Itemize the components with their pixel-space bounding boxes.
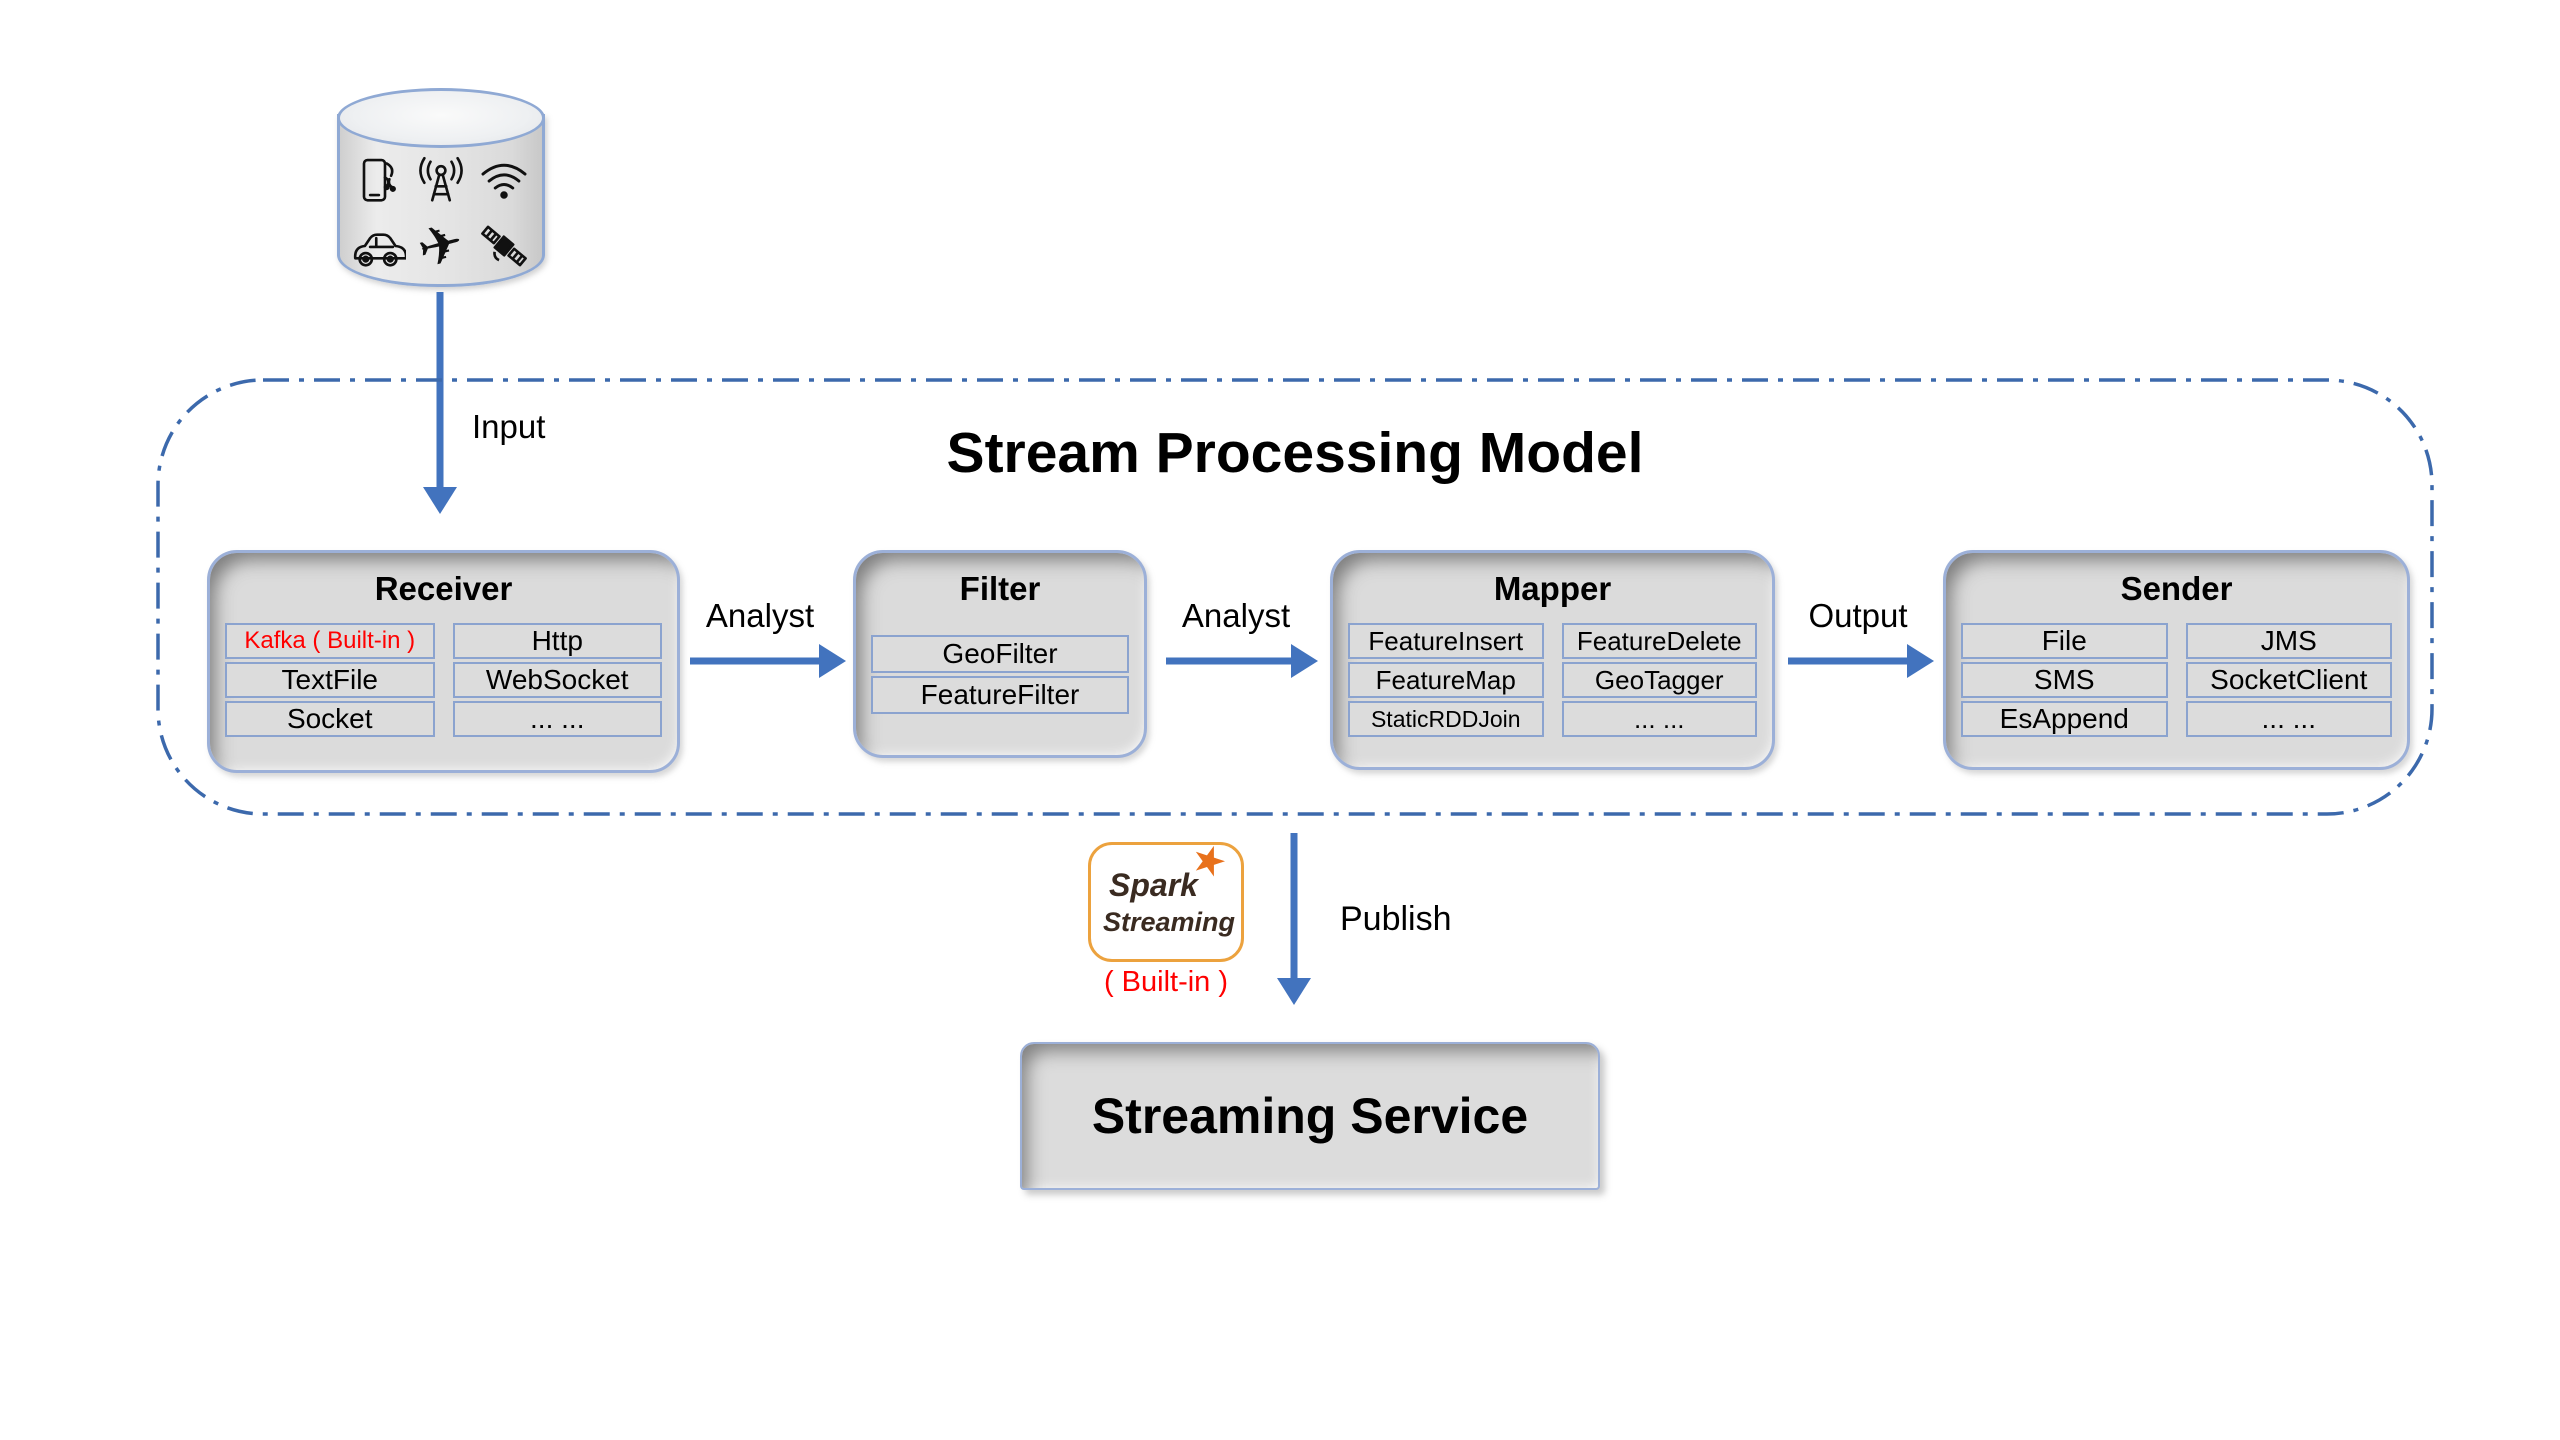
- mapper-cell-featuredelete: FeatureDelete: [1561, 623, 1757, 659]
- output-label: Output: [1808, 597, 1908, 634]
- sender-cell-more: ... ...: [2185, 701, 2392, 737]
- input-label: Input: [472, 408, 546, 445]
- mapper-cell-staticrddjoin: StaticRDDJoin: [1348, 701, 1544, 737]
- spark-star-icon: ★: [1184, 833, 1234, 889]
- sender-module: Sender File SMS EsAppend JMS SocketClien…: [1943, 550, 2410, 770]
- spark-streaming-logo: Spark ★ Streaming: [1088, 834, 1244, 962]
- spark-logo-word1: Spark: [1109, 867, 1198, 903]
- mapper-title: Mapper: [1493, 570, 1612, 607]
- mapper-module: Mapper FeatureInsert FeatureMap StaticRD…: [1330, 550, 1775, 770]
- publish-label: Publish: [1340, 900, 1452, 938]
- mapper-cell-featureinsert: FeatureInsert: [1348, 623, 1544, 659]
- wifi-icon: [476, 153, 532, 209]
- spark-builtin-label: ( Built-in ): [1103, 966, 1229, 998]
- receiver-cell-http: Http: [452, 623, 662, 659]
- sender-title: Sender: [2120, 570, 2233, 607]
- arrow-filter-to-mapper: [1166, 644, 1318, 678]
- receiver-cell-websocket: WebSocket: [452, 662, 662, 698]
- stream-processing-boundary: [156, 378, 2434, 816]
- receiver-cell-kafka: Kafka ( Built-in ): [225, 623, 435, 659]
- boundary-title: Stream Processing Model: [946, 421, 1644, 485]
- sender-cell-file: File: [1961, 623, 2168, 659]
- receiver-cell-more: ... ...: [452, 701, 662, 737]
- filter-cell-geofilter: GeoFilter: [871, 635, 1129, 673]
- analyst-label-1: Analyst: [705, 597, 815, 634]
- receiver-module: Receiver Kafka ( Built-in ) TextFile Soc…: [207, 550, 680, 773]
- publish-arrow: [1277, 833, 1311, 1005]
- spark-logo-word2: Streaming: [1103, 907, 1236, 937]
- mapper-cell-more: ... ...: [1561, 701, 1757, 737]
- streaming-service-title: Streaming Service: [1091, 1088, 1529, 1144]
- filter-title: Filter: [959, 570, 1041, 607]
- mapper-cell-geotagger: GeoTagger: [1561, 662, 1757, 698]
- sender-cell-sms: SMS: [1961, 662, 2168, 698]
- receiver-title: Receiver: [374, 570, 513, 607]
- cylinder-top: [337, 88, 545, 148]
- sender-cell-jms: JMS: [2185, 623, 2392, 659]
- mapper-cell-featuremap: FeatureMap: [1348, 662, 1544, 698]
- filter-module: Filter GeoFilter FeatureFilter: [853, 550, 1147, 758]
- sender-cell-socketclient: SocketClient: [2185, 662, 2392, 698]
- analyst-label-2: Analyst: [1181, 597, 1291, 634]
- arrow-receiver-to-filter: [690, 644, 846, 678]
- sender-cell-esappend: EsAppend: [1961, 701, 2168, 737]
- filter-cell-featurefilter: FeatureFilter: [871, 676, 1129, 714]
- input-arrow: [423, 292, 457, 514]
- arrow-mapper-to-sender: [1788, 644, 1934, 678]
- radio-tower-icon: [413, 153, 469, 209]
- car-icon: [350, 218, 407, 274]
- receiver-cell-textfile: TextFile: [225, 662, 435, 698]
- plane-icon: ✈: [411, 208, 471, 282]
- streaming-service-box: Streaming Service: [1020, 1042, 1600, 1190]
- data-source-icons: ✈: [347, 150, 535, 282]
- data-sources-cylinder: ✈: [337, 88, 545, 290]
- receiver-cell-socket: Socket: [225, 701, 435, 737]
- smartphone-icon: [350, 153, 406, 209]
- satellite-icon: [476, 218, 532, 274]
